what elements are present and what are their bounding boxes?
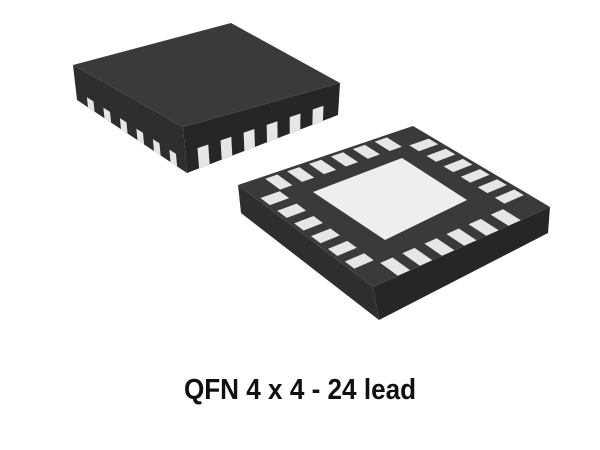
lead-pad [460,169,490,183]
lead-pad [402,247,433,266]
lead-pad [409,138,439,152]
lead-pad [327,240,357,256]
lead-pad [490,209,521,226]
lead-pad [277,203,307,218]
lead-pad [426,148,456,162]
lead-pad [152,139,161,156]
lead-pad [330,152,359,167]
lead-pad [443,158,473,173]
lead-pad [352,144,380,159]
chip-side-face [238,185,379,320]
chip-side-face [373,207,550,320]
lead-pad [136,128,145,145]
qfn-chip-top-side [73,23,340,173]
lead-pad [266,121,278,143]
lead-pad [374,137,402,152]
package-caption: QFN 4 x 4 - 24 lead [183,374,417,406]
qfn-chip-bottom-side [238,126,550,320]
lead-pad [86,97,95,112]
lead-pad [265,174,293,190]
lead-pad [119,118,128,134]
lead-pad [294,216,323,231]
lead-pad [287,167,315,182]
lead-pad [220,136,233,160]
lead-pad [344,253,374,269]
lead-pad [446,228,477,246]
lead-pad [477,179,507,194]
chip-top-face [73,23,340,127]
lead-pad [424,238,455,256]
lead-pad [311,228,340,244]
lead-pad [260,191,290,206]
lead-pad [289,113,301,134]
lead-pad [169,149,178,167]
lead-pad [308,159,337,175]
lead-pad [494,189,524,204]
exposed-thermal-pad [313,158,467,240]
lead-pad [197,144,210,169]
lead-pad [243,129,255,151]
lead-pad [468,218,499,236]
lead-pad [103,107,112,123]
lead-pad [380,257,411,276]
lead-pad [312,105,324,125]
